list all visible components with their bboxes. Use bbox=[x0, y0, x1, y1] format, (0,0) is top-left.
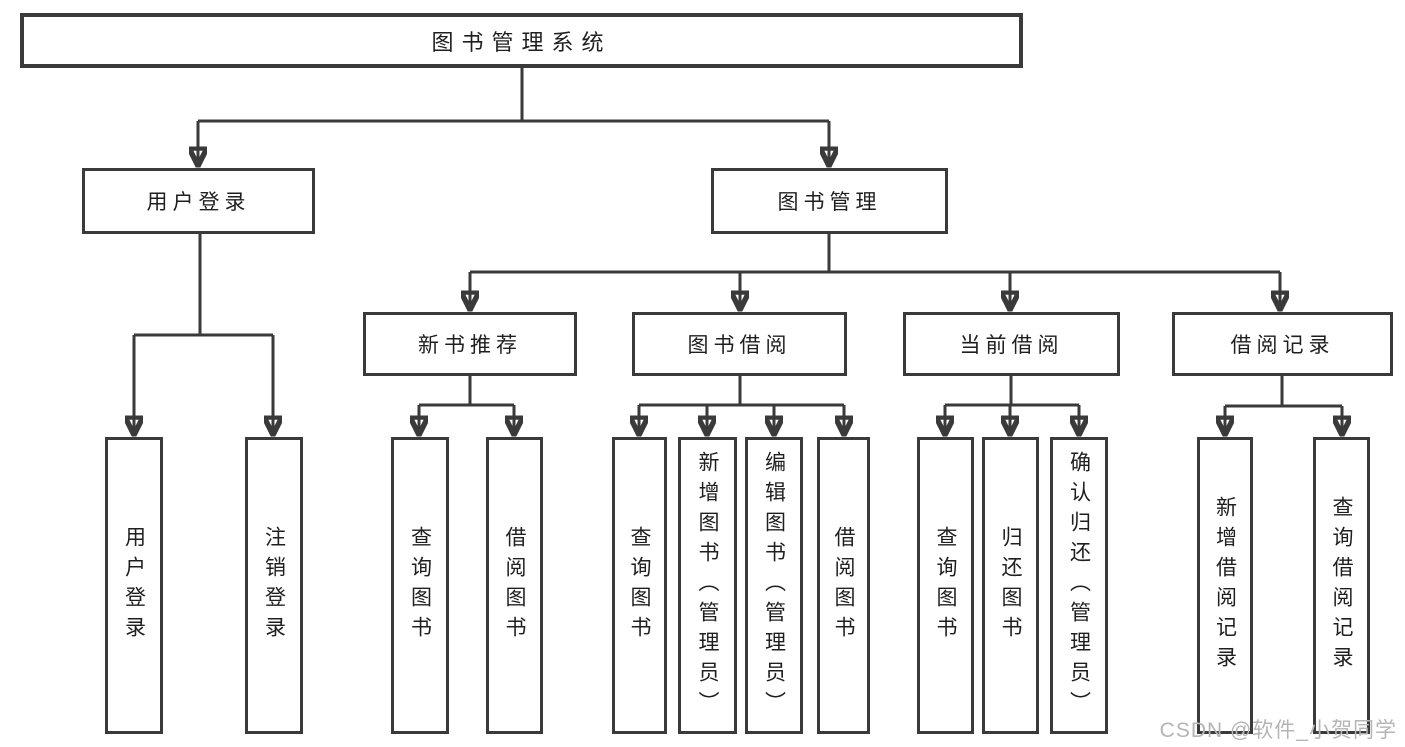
connector-current-borrow-to-leaves bbox=[945, 376, 1079, 435]
leaf-add-borrow-record: 新增借阅记录 bbox=[1197, 437, 1253, 734]
leaf-query-books-borrow: 查询图书 bbox=[612, 437, 667, 734]
connector-user-login-to-leaves bbox=[134, 234, 273, 435]
node-borrow-records: 借阅记录 bbox=[1172, 312, 1393, 376]
leaf-confirm-return-admin: 确认归还（管理员） bbox=[1050, 437, 1108, 734]
node-user-login: 用户登录 bbox=[82, 168, 315, 234]
leaf-user-login: 用户登录 bbox=[105, 437, 163, 734]
csdn-watermark: CSDN @软件_小贺同学 bbox=[1159, 719, 1397, 742]
node-current-borrow: 当前借阅 bbox=[903, 312, 1120, 376]
leaf-add-book-admin: 新增图书（管理员） bbox=[678, 437, 737, 734]
leaf-query-books-current: 查询图书 bbox=[917, 437, 974, 734]
node-new-book-recommend: 新书推荐 bbox=[363, 312, 577, 376]
leaf-borrow-books-recommend: 借阅图书 bbox=[486, 437, 543, 734]
node-library-management-system: 图书管理系统 bbox=[20, 13, 1023, 68]
connector-root-to-level2 bbox=[198, 68, 829, 166]
leaf-query-books-recommend: 查询图书 bbox=[391, 437, 449, 734]
leaf-query-borrow-record: 查询借阅记录 bbox=[1313, 437, 1370, 734]
leaf-edit-book-admin: 编辑图书（管理员） bbox=[745, 437, 803, 734]
leaf-borrow-books: 借阅图书 bbox=[817, 437, 870, 734]
leaf-return-book: 归还图书 bbox=[982, 437, 1039, 734]
node-book-borrow: 图书借阅 bbox=[632, 312, 847, 376]
connector-new-book-recommend-to-leaves bbox=[419, 376, 514, 435]
connector-borrow-records-to-leaves bbox=[1225, 376, 1342, 435]
connector-book-management-to-level3 bbox=[470, 234, 1280, 310]
node-book-management: 图书管理 bbox=[711, 168, 948, 234]
leaf-logout-login: 注销登录 bbox=[245, 437, 303, 734]
connector-book-borrow-to-leaves bbox=[639, 376, 844, 435]
